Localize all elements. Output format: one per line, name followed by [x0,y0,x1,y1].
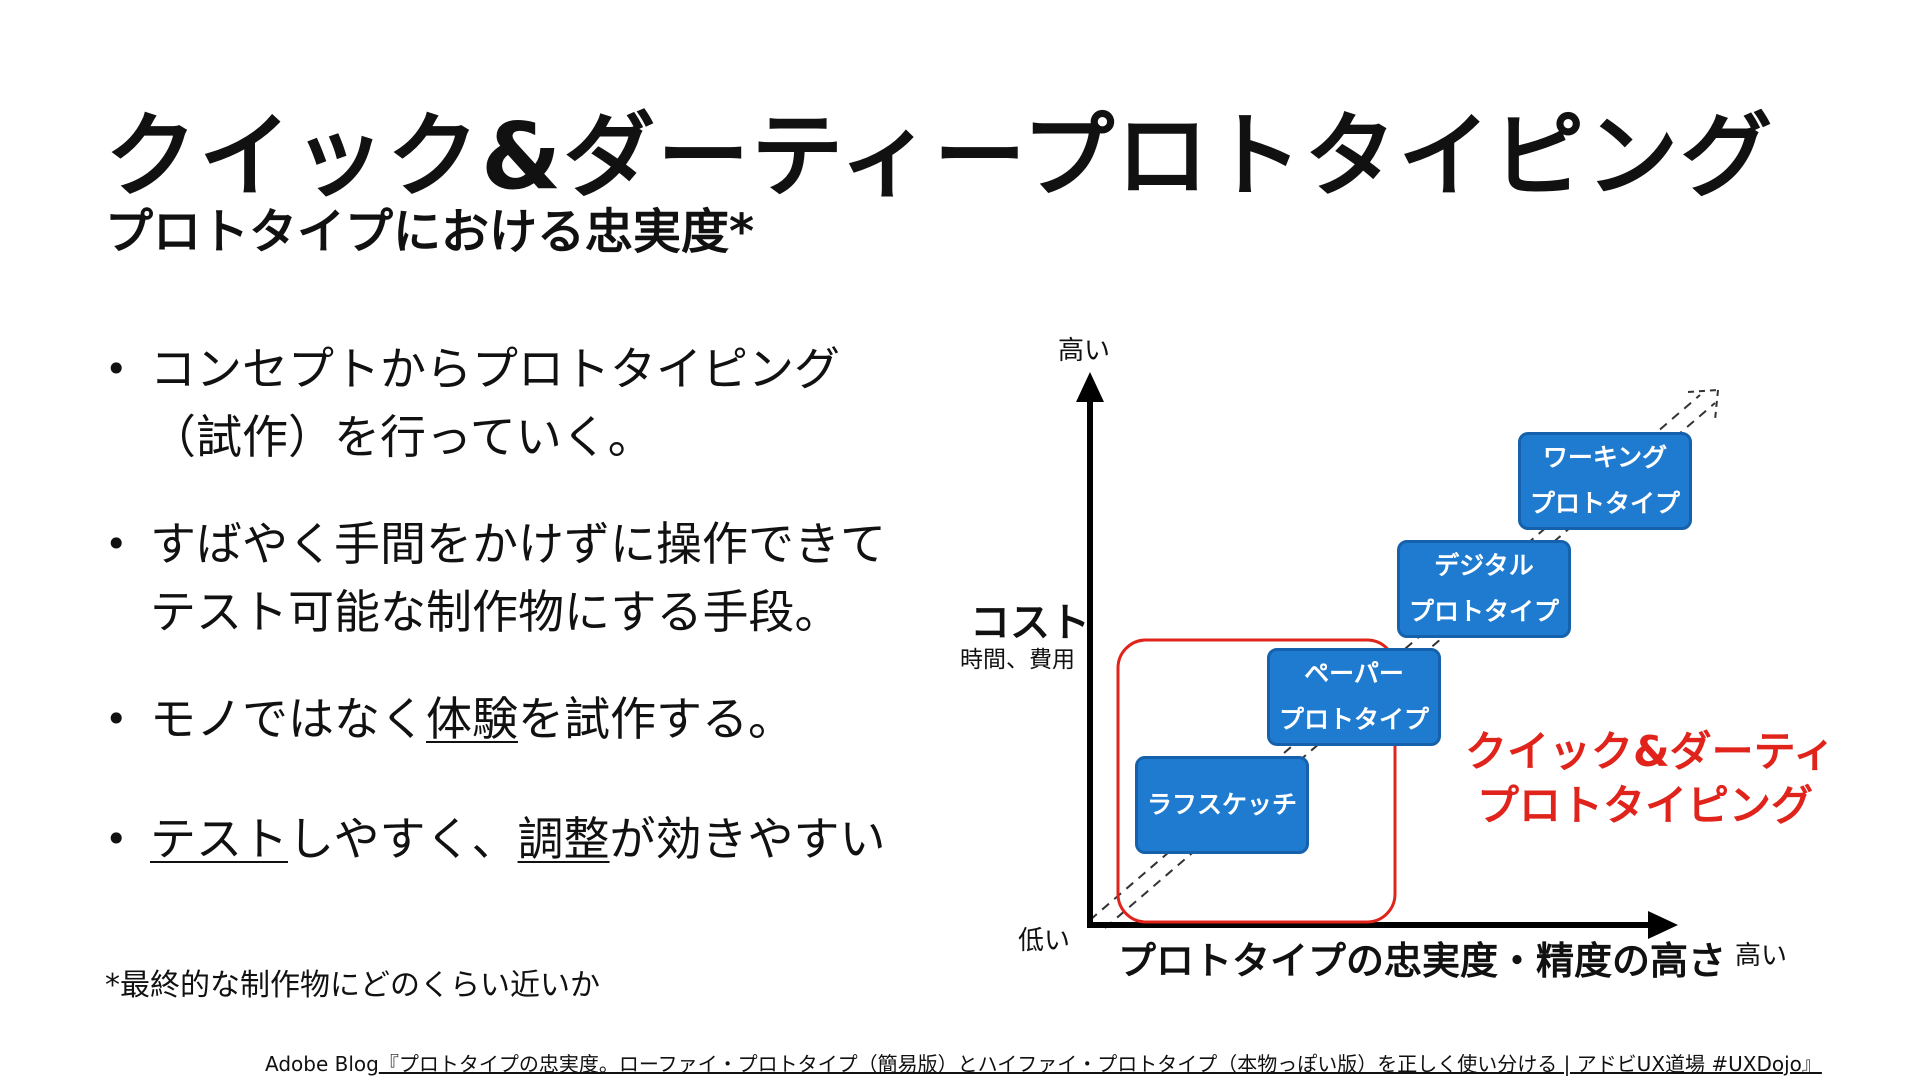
source-link[interactable]: 『プロトタイプの忠実度。ローファイ・プロトタイプ（簡易版）とハイファイ・プロトタ… [378,1052,1822,1076]
source-prefix: Adobe Blog [265,1052,379,1076]
stage-label: ワーキング [1542,443,1668,472]
bullet-item: • テストしやすく、調整が効きやすい [105,805,886,873]
stage-label: プロトタイプ [1408,597,1559,626]
quick-dirty-highlight-frame [1116,638,1397,924]
stage-box-rough-sketch: ラフスケッチ [1135,756,1309,854]
stage-label: ラフスケッチ [1146,790,1297,819]
stage-box-working-prototype: ワーキング プロトタイプ [1518,432,1692,530]
bullet-text-line: （試作）を行っていく。 [150,410,654,464]
y-axis-arrowhead [1076,372,1104,402]
underlined-keyword: 体験 [426,692,518,746]
bullet-text-line: コンセプトからプロトタイピング [150,342,840,396]
axis-origin-low-label: 低い [1018,926,1071,956]
x-axis-title: プロトタイプの忠実度・精度の高さ [1118,939,1727,983]
stage-label: プロトタイプ [1529,489,1680,518]
bullet-item: • モノではなく体験を試作する。 [105,685,794,753]
stage-label: ペーパー [1304,659,1404,688]
bullet-marker: • [105,817,128,861]
dashed-arrowhead [1714,389,1719,421]
fidelity-diagram: 高い 低い 高い コスト 時間、費用 プロトタイプの忠実度・精度の高さ ラフスケ… [940,330,1835,1000]
bullet-text: が効きやすい [609,812,886,866]
y-axis-high-label: 高い [1058,336,1111,366]
y-axis-title: コスト [970,600,1090,646]
bullet-text-line: すばやく手間をかけずに操作できて [150,517,886,571]
stage-label: デジタル [1434,551,1534,580]
quick-dirty-label-line: プロトタイピング [1477,781,1814,830]
bullet-marker: • [105,522,128,566]
bullet-marker: • [105,697,128,741]
bullet-item: • コンセプトからプロトタイピング （試作）を行っていく。 [105,335,840,471]
slide-subtitle: プロトタイプにおける忠実度* [105,204,755,260]
x-axis-high-label: 高い [1735,941,1788,971]
bullet-text: を試作する。 [518,692,794,746]
stage-label: プロトタイプ [1278,705,1429,734]
source-citation: Adobe Blog『プロトタイプの忠実度。ローファイ・プロトタイプ（簡易版）と… [265,1048,1822,1077]
stage-box-paper-prototype: ペーパー プロトタイプ [1267,648,1441,746]
bullet-text-line: テスト可能な制作物にする手段。 [150,585,841,639]
dashed-arrowhead [1687,389,1719,393]
bullet-marker: • [105,347,128,391]
slide-title: クイック&ダーティープロトタイピング [105,103,1775,210]
quick-dirty-label-line: クイック&ダーティ [1465,727,1836,776]
footnote: *最終的な制作物にどのくらい近いか [105,968,600,1003]
underlined-keyword: テスト [150,812,288,866]
underlined-keyword: 調整 [517,812,610,866]
y-axis-subtitle: 時間、費用 [960,647,1075,673]
quick-dirty-label: クイック&ダーティ プロトタイピング [1465,725,1835,833]
bullet-text: モノではなく [150,692,426,746]
x-axis-arrowhead [1648,911,1678,939]
bullet-item: • すばやく手間をかけずに操作できて テスト可能な制作物にする手段。 [105,510,886,646]
stage-box-digital-prototype: デジタル プロトタイプ [1397,540,1571,638]
bullet-text: しやすく、 [288,812,518,866]
